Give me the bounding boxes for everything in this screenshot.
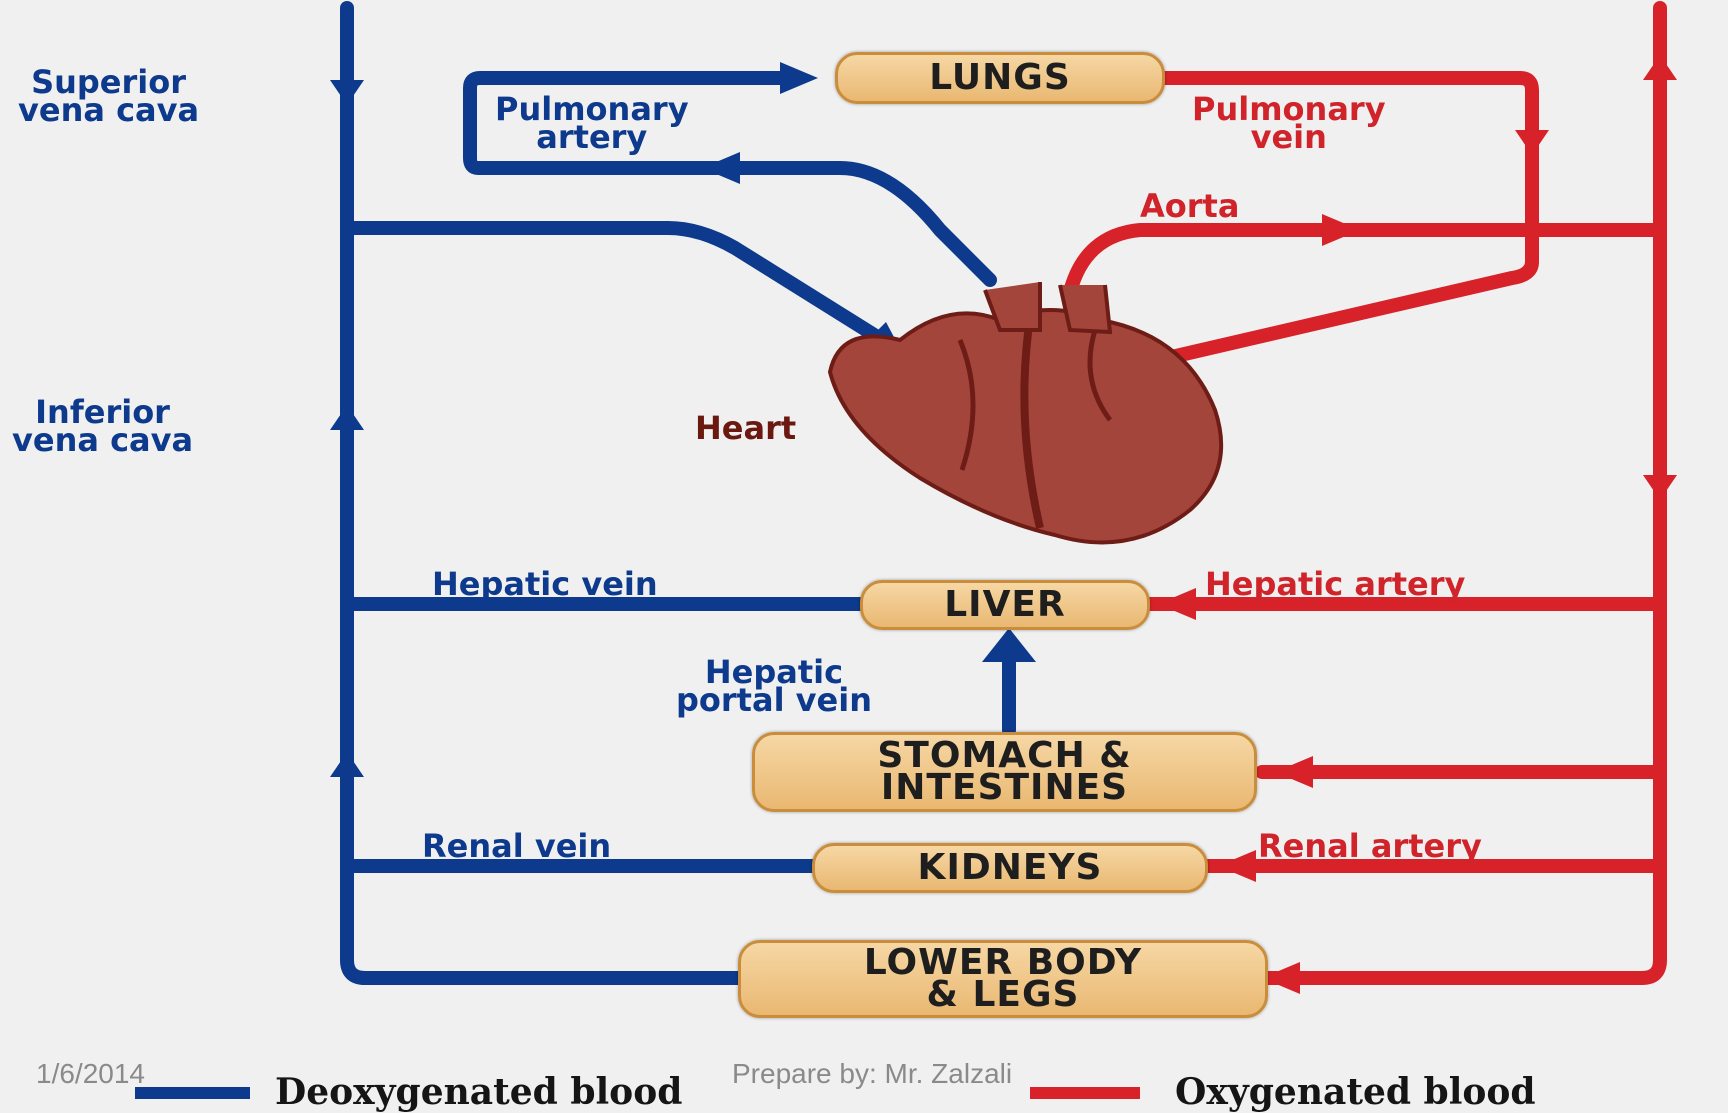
pulmonary-vein-arrow (1515, 130, 1549, 155)
liver-box: LIVER (860, 580, 1150, 630)
footer-date: 1/6/2014 (36, 1058, 145, 1090)
hepatic-vein-label: Hepatic vein (432, 570, 658, 598)
aorta-label: Aorta (1140, 192, 1239, 220)
aorta-down-arrow (1643, 475, 1677, 500)
renal-artery-label: Renal artery (1258, 832, 1482, 860)
kidneys-box: KIDNEYS (812, 843, 1208, 893)
stomach-intestines-box: STOMACH & INTESTINES (752, 732, 1257, 812)
pulmonary-return-arrow (702, 152, 740, 184)
aorta-arrow (1322, 214, 1360, 246)
footer-author: Prepare by: Mr. Zalzali (732, 1058, 1012, 1090)
inferior-vena-cava-label: Inferior vena cava (12, 398, 193, 454)
hepatic-artery-label: Hepatic artery (1205, 570, 1465, 598)
renal-vein-label: Renal vein (422, 832, 611, 860)
renal-artery-arrow (1218, 850, 1256, 882)
vena-cava-to-heart (347, 228, 895, 348)
lungs-box: LUNGS (835, 52, 1165, 104)
aorta-vessel (1070, 230, 1660, 292)
hepatic-artery-arrow (1158, 588, 1196, 620)
pulmonary-vein-label: Pulmonary vein (1192, 95, 1386, 151)
svc-arrow (330, 80, 364, 105)
pulmonary-artery-arrow (780, 62, 818, 94)
lower-body-legs-box: LOWER BODY & LEGS (738, 940, 1268, 1018)
ivc-arrow-upper (330, 405, 364, 430)
pulmonary-artery-label: Pulmonary artery (495, 95, 689, 151)
legend-oxygenated-label: Oxygenated blood (1175, 1071, 1536, 1113)
legend-deoxygenated-label: Deoxygenated blood (275, 1071, 682, 1113)
aorta-up-arrow (1643, 55, 1677, 80)
superior-vena-cava-label: Superior vena cava (18, 68, 199, 124)
heart-label: Heart (695, 414, 796, 442)
ivc-arrow-lower (330, 752, 364, 777)
gastric-artery-arrow (1275, 756, 1313, 788)
heart-shape (830, 282, 1221, 542)
hepatic-portal-vein-label: Hepatic portal vein (676, 658, 872, 714)
portal-vein-arrow (982, 628, 1036, 662)
